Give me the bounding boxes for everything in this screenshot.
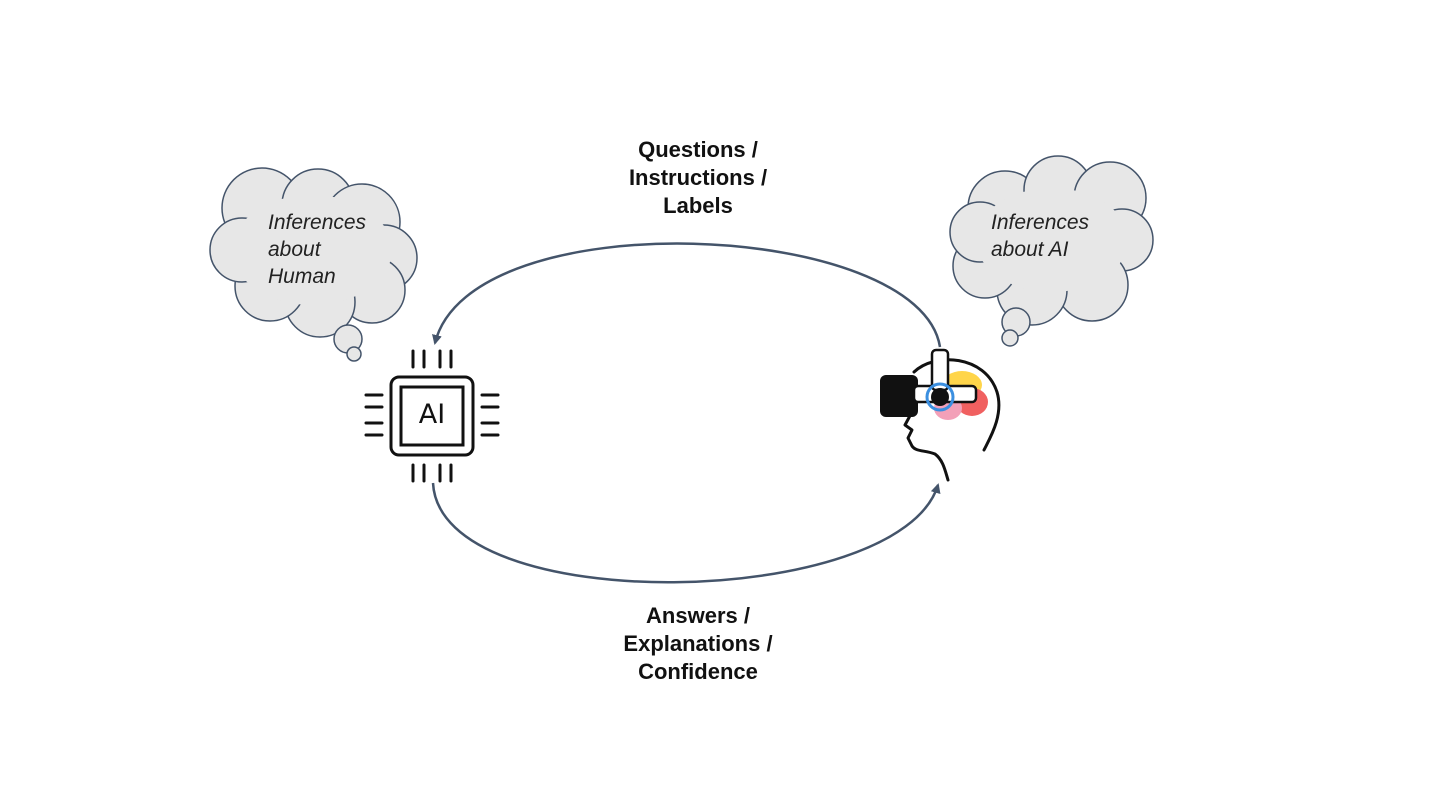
top-flow-label: Questions / Instructions / Labels	[598, 136, 798, 220]
arrow-ai-to-human	[431, 482, 941, 584]
ai-thought-line: Human	[268, 265, 336, 288]
ai-thought-text: Inferences about Human	[268, 209, 366, 290]
bottom-flow-label-line: Explanations /	[623, 631, 773, 656]
ai-chip-icon	[364, 349, 500, 483]
human-thought-line: Inferences	[991, 211, 1090, 234]
ai-thought-line: about	[268, 238, 321, 261]
top-flow-label-line: Labels	[663, 193, 733, 218]
bottom-flow-label: Answers / Explanations / Confidence	[598, 602, 798, 686]
chip-label: AI	[418, 398, 446, 430]
human-thought-text: Inferences about AI	[991, 209, 1089, 263]
top-flow-label-line: Questions /	[638, 137, 758, 162]
thought-bubble-dots-human	[1001, 307, 1031, 347]
thought-bubble-dots-ai	[333, 324, 363, 362]
ai-thought-line: Inferences	[268, 211, 367, 234]
bottom-flow-label-line: Confidence	[638, 659, 758, 684]
thought-cloud-ai	[209, 167, 418, 338]
human-thought-line: about AI	[991, 238, 1069, 261]
arrow-human-to-ai	[432, 242, 942, 348]
top-flow-label-line: Instructions /	[628, 165, 768, 190]
bottom-flow-label-line: Answers /	[646, 603, 750, 628]
human-head-vr-headset-icon	[880, 348, 1001, 482]
thought-cloud-human	[949, 155, 1154, 326]
